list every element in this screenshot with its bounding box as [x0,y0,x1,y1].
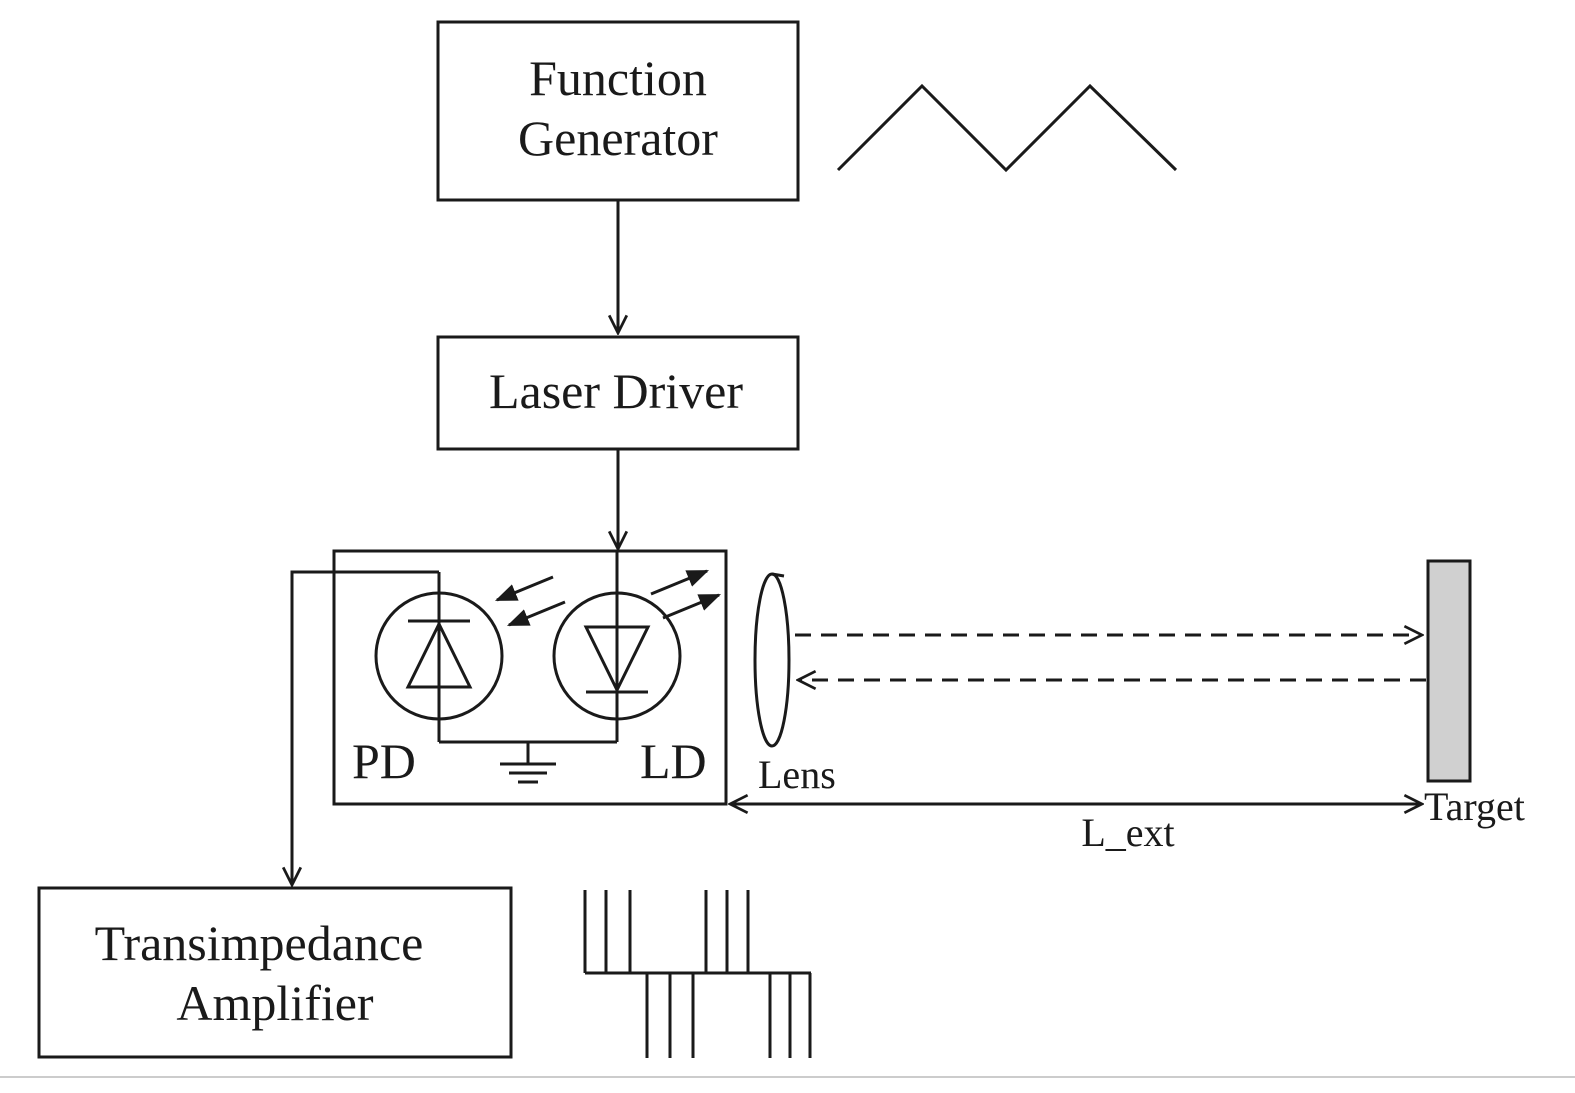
pd-label: PD [352,733,416,789]
laser-diode-symbol [552,551,682,742]
ground-icon [439,740,617,784]
function-generator-block: Function Generator [436,20,800,202]
laser-package-box [332,549,728,806]
tia-label-line1: Transimpedance [95,915,424,971]
laser-driver-block: Laser Driver [436,335,800,451]
tia-label-line2: Amplifier [176,975,374,1031]
lens-label: Lens [758,752,836,797]
photodiode-symbol [292,570,504,885]
lens-symbol [753,572,791,748]
function-generator-label-line1: Function [529,50,707,106]
incoming-light-arrows [494,575,566,627]
fringe-waveform [583,890,812,1058]
emitted-light-arrows [650,569,722,620]
distance-label: L_ext [1081,810,1174,855]
target-plate [1426,559,1472,783]
transimpedance-amplifier-block: Transimpedance Amplifier [37,886,513,1059]
target-label: Target [1424,784,1525,829]
laser-driver-label: Laser Driver [489,363,743,419]
function-generator-label-line2: Generator [518,110,718,166]
ld-label: LD [640,733,707,789]
triangle-waveform [836,83,1178,173]
